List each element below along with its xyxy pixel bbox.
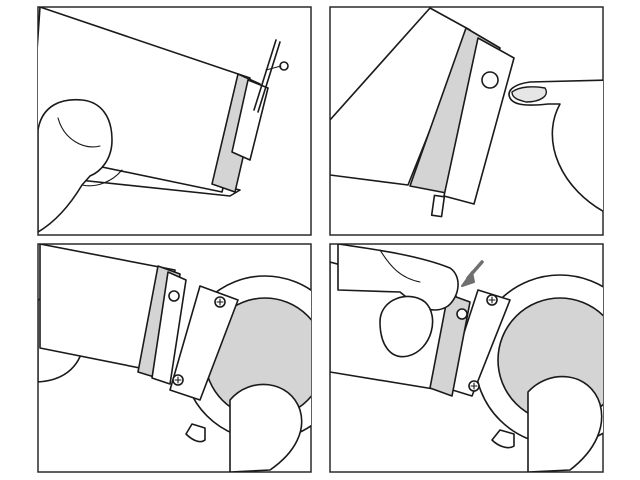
screw-icon <box>214 296 226 308</box>
arrow-down-icon <box>461 260 484 287</box>
thumb-icon <box>229 383 303 472</box>
crown <box>491 429 515 449</box>
finger-icon <box>508 79 603 212</box>
screw-icon <box>468 380 480 392</box>
thumb-icon <box>527 375 603 472</box>
panel-2 <box>329 6 604 236</box>
spring-bar-pin-icon <box>456 308 468 320</box>
crown <box>185 423 206 443</box>
spring-bar-pin-icon <box>168 290 180 302</box>
panel-4 <box>329 243 604 473</box>
spring-bar-pin-icon <box>430 71 499 218</box>
panel-1 <box>37 6 312 236</box>
spring-bar-pin-icon <box>253 39 289 113</box>
screw-icon <box>172 374 184 386</box>
panel-3 <box>37 243 312 473</box>
thumb-icon <box>38 98 123 233</box>
screw-icon <box>486 294 498 306</box>
watch-lug <box>169 285 239 401</box>
finger-icon <box>337 244 459 358</box>
strap-end-plate <box>429 293 471 397</box>
